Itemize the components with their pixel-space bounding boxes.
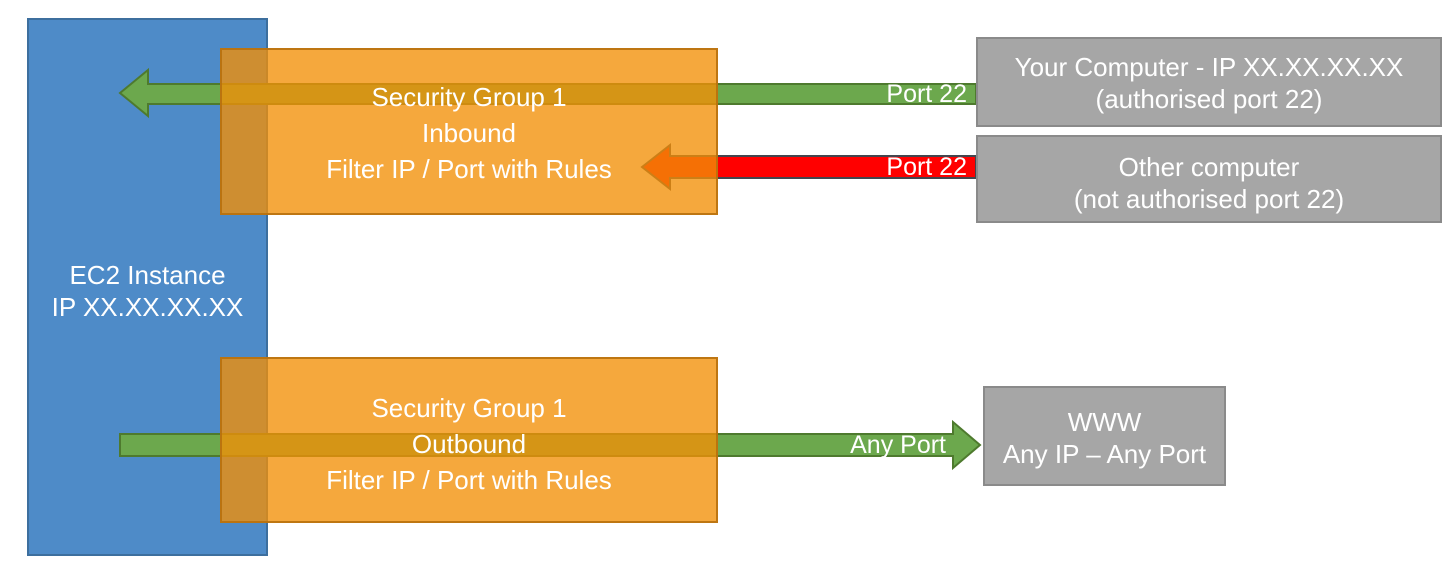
security-group-inbound-box: Security Group 1 Inbound Filter IP / Por… bbox=[220, 48, 718, 215]
sg-outbound-label-line1: Security Group 1 bbox=[371, 393, 567, 423]
sg-inbound-label-line1: Security Group 1 bbox=[371, 82, 567, 112]
other-computer-label-line2: (not authorised port 22) bbox=[1073, 184, 1345, 214]
other-computer-label: Other computer (not authorised port 22) bbox=[978, 151, 1440, 215]
other-computer-box: Other computer (not authorised port 22) bbox=[976, 135, 1442, 223]
ec2-instance-label-line2: IP XX.XX.XX.XX bbox=[51, 292, 244, 322]
security-group-inbound-label: Security Group 1 Inbound Filter IP / Por… bbox=[222, 79, 716, 187]
sg-inbound-label-line3: Filter IP / Port with Rules bbox=[326, 154, 612, 184]
your-computer-label: Your Computer - IP XX.XX.XX.XX (authoris… bbox=[978, 51, 1440, 115]
ec2-instance-label: EC2 Instance IP XX.XX.XX.XX bbox=[29, 259, 266, 323]
www-box: WWW Any IP – Any Port bbox=[983, 386, 1226, 486]
www-label-line1: WWW bbox=[1067, 407, 1142, 437]
security-group-outbound-box: Security Group 1 Outbound Filter IP / Po… bbox=[220, 357, 718, 523]
inbound-blocked-port-label: Port 22 bbox=[886, 153, 967, 181]
your-computer-box: Your Computer - IP XX.XX.XX.XX (authoris… bbox=[976, 37, 1442, 127]
outbound-port-label: Any Port bbox=[850, 431, 946, 459]
your-computer-label-line1: Your Computer - IP XX.XX.XX.XX bbox=[1014, 52, 1404, 82]
your-computer-label-line2: (authorised port 22) bbox=[1095, 84, 1323, 114]
inbound-allowed-port-label: Port 22 bbox=[886, 80, 967, 108]
other-computer-label-line1: Other computer bbox=[1118, 152, 1300, 182]
sg-outbound-label-line3: Filter IP / Port with Rules bbox=[326, 465, 612, 495]
www-label-line2: Any IP – Any Port bbox=[1002, 439, 1207, 469]
sg-inbound-label-line2: Inbound bbox=[422, 118, 516, 148]
sg-outbound-label-line2: Outbound bbox=[411, 429, 527, 459]
ec2-instance-label-line1: EC2 Instance bbox=[69, 260, 226, 290]
www-label: WWW Any IP – Any Port bbox=[985, 406, 1224, 470]
security-group-outbound-label: Security Group 1 Outbound Filter IP / Po… bbox=[222, 390, 716, 498]
